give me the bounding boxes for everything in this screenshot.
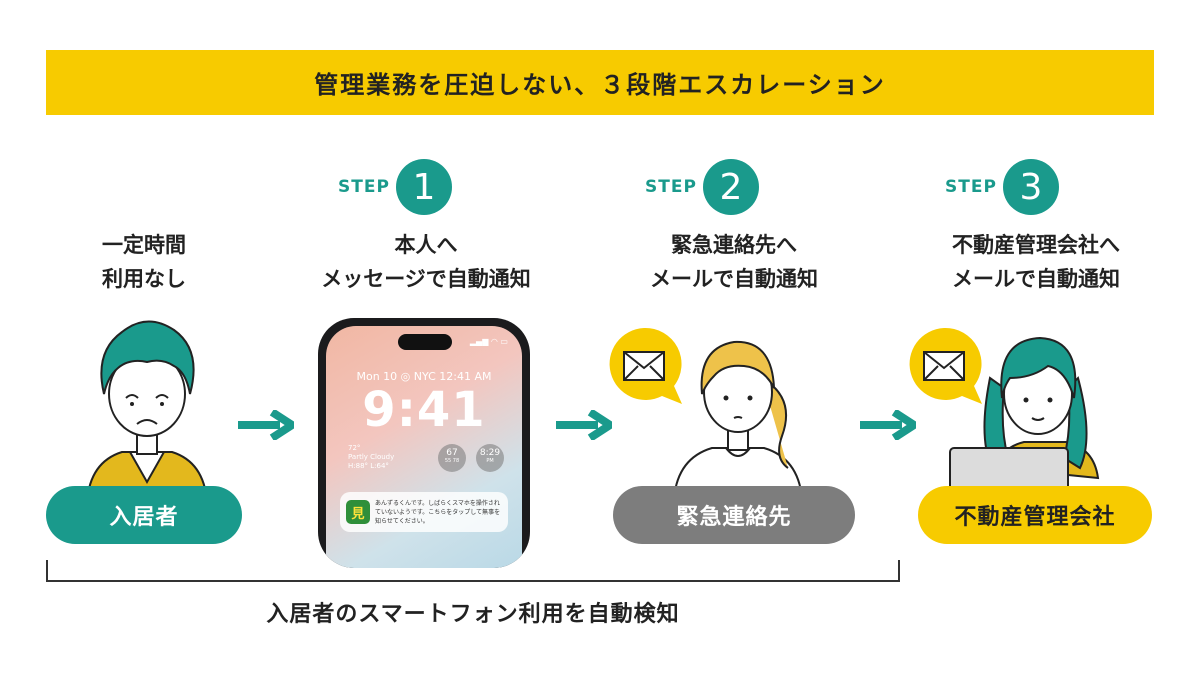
widget-main: 8:29: [479, 448, 501, 458]
weather-hilo: H:88° L:64°: [348, 462, 389, 470]
widget-sub: PM: [486, 458, 494, 464]
weather-desc: Partly Cloudy: [348, 453, 395, 461]
pill-label: 不動産管理会社: [954, 505, 1116, 530]
clock-widget: 8:29 PM: [476, 444, 504, 472]
envelope-icon: [609, 327, 682, 404]
title-banner: 管理業務を圧迫しない、３段階エスカレーション: [46, 50, 1154, 115]
arrow-right-icon: [238, 410, 294, 440]
desc-line: 本人へ: [394, 233, 458, 257]
arrow-right-icon: [556, 410, 612, 440]
desc-line: 緊急連絡先へ: [671, 233, 797, 257]
notification-card[interactable]: 見 あんずるくんです。しばらくスマホを操作されていないようです。こちらをタップし…: [340, 492, 508, 532]
page-title: 管理業務を圧迫しない、３段階エスカレーション: [314, 71, 886, 99]
stage-3-description: 不動産管理会社へ メールで自動通知: [896, 228, 1176, 296]
widget-sub: 55 78: [444, 458, 460, 464]
step-word: STEP: [945, 177, 997, 197]
resident-illustration: [85, 320, 209, 502]
detection-bracket: [46, 560, 900, 582]
step-word: STEP: [338, 177, 390, 197]
step-number: 3: [1002, 159, 1059, 215]
lock-screen: ▂▄▆ ◠ ▭ Mon 10 ◎ NYC 12:41 AM 9:41 72° P…: [326, 326, 522, 568]
notification-text: あんずるくんです。しばらくスマホを操作されていないようです。こちらをタップして無…: [375, 499, 501, 525]
lock-time: 9:41: [362, 382, 486, 438]
desc-line: 一定時間: [102, 233, 186, 257]
pill-label: 緊急連絡先: [676, 505, 792, 530]
step-2-label: STEP 2: [645, 159, 759, 215]
step-word: STEP: [645, 177, 697, 197]
desc-line: 利用なし: [102, 267, 186, 291]
resident-pill: 入居者: [46, 486, 242, 544]
weather-widget: 72° Partly Cloudy H:88° L:64°: [348, 444, 394, 471]
property-company-pill: 不動産管理会社: [918, 486, 1152, 544]
temperature-widget: 67 55 78: [438, 444, 466, 472]
emergency-contact-illustration: [672, 340, 804, 498]
envelope-icon: [909, 327, 982, 404]
app-icon: 見: [346, 500, 370, 524]
desc-line: メールで自動通知: [650, 267, 818, 291]
weather-temp: 72°: [348, 444, 361, 452]
stage-1-description: 本人へ メッセージで自動通知: [286, 228, 566, 296]
stage-2-description: 緊急連絡先へ メールで自動通知: [594, 228, 874, 296]
arrow-right-icon: [860, 410, 916, 440]
step-1-label: STEP 1: [338, 159, 452, 215]
status-icons: ▂▄▆ ◠ ▭: [469, 337, 508, 346]
dynamic-island: [398, 334, 452, 350]
emergency-contact-pill: 緊急連絡先: [613, 486, 855, 544]
step-number: 2: [702, 159, 759, 215]
widget-main: 67: [446, 448, 458, 458]
desc-line: 不動産管理会社へ: [952, 233, 1120, 257]
desc-line: メッセージで自動通知: [321, 267, 531, 291]
property-manager-illustration: [949, 336, 1100, 498]
smartphone-illustration: ▂▄▆ ◠ ▭ Mon 10 ◎ NYC 12:41 AM 9:41 72° P…: [318, 318, 530, 568]
step-3-label: STEP 3: [945, 159, 1059, 215]
pill-label: 入居者: [109, 505, 179, 530]
lock-date: Mon 10 ◎ NYC 12:41 AM: [356, 370, 492, 383]
desc-line: メールで自動通知: [952, 267, 1120, 291]
stage-0-description: 一定時間 利用なし: [4, 228, 284, 296]
bottom-caption: 入居者のスマートフォン利用を自動検知: [266, 602, 680, 627]
step-number: 1: [395, 159, 452, 215]
